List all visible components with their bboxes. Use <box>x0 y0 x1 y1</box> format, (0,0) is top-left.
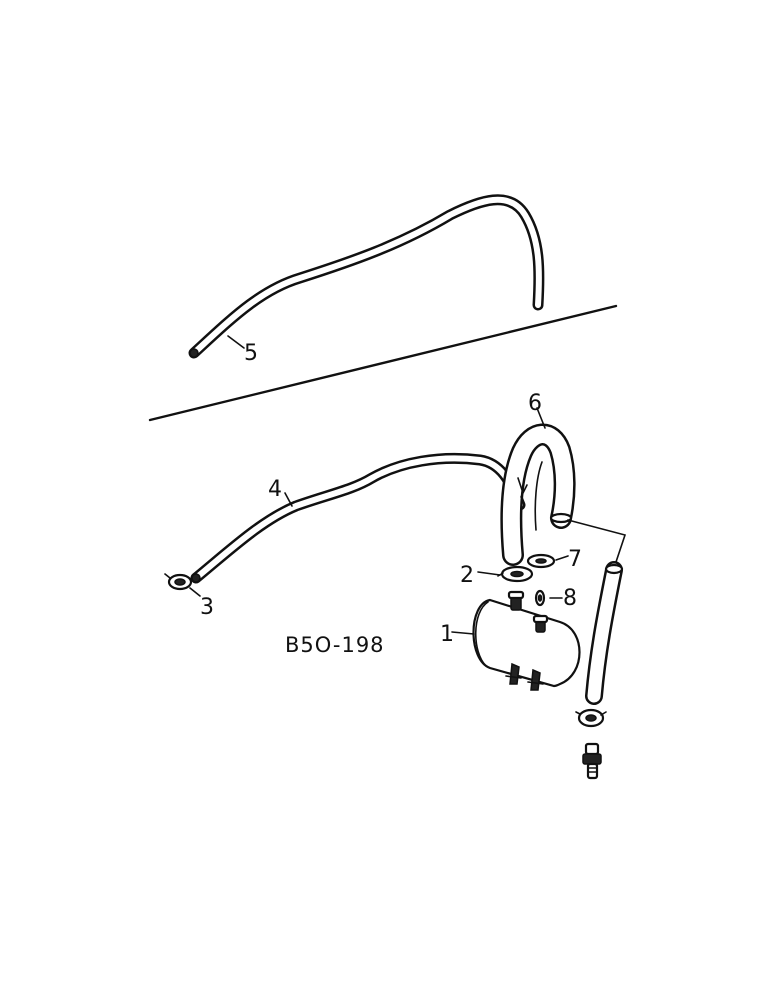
tank-1 <box>472 590 581 691</box>
fitting-lower <box>582 742 602 780</box>
connector-line <box>567 519 627 563</box>
hose-right <box>585 561 624 705</box>
hose-4 <box>190 452 526 584</box>
leader-6 <box>536 407 546 429</box>
callout-6: 6 <box>528 391 542 416</box>
callout-2: 2 <box>460 563 474 588</box>
callout-8: 8 <box>563 586 577 611</box>
leader-7 <box>555 555 569 561</box>
reference-code: B5O-198 <box>285 633 385 657</box>
clamp-7 <box>526 553 556 569</box>
leader-1 <box>451 631 475 635</box>
callout-5: 5 <box>244 341 258 366</box>
leader-2 <box>477 571 501 576</box>
hose-5 <box>188 194 545 359</box>
clamp-3 <box>164 573 193 591</box>
washer-8 <box>534 589 546 607</box>
leader-5 <box>227 335 245 349</box>
callout-1: 1 <box>440 622 454 647</box>
callout-4: 4 <box>268 477 282 502</box>
leader-3 <box>189 587 201 597</box>
callout-7: 7 <box>568 547 582 572</box>
clamp-lower <box>575 708 607 728</box>
leader-4 <box>284 492 293 507</box>
hose-6 <box>500 423 576 566</box>
callout-3: 3 <box>200 595 214 620</box>
separator-line <box>148 304 618 422</box>
clamp-2 <box>497 565 534 583</box>
